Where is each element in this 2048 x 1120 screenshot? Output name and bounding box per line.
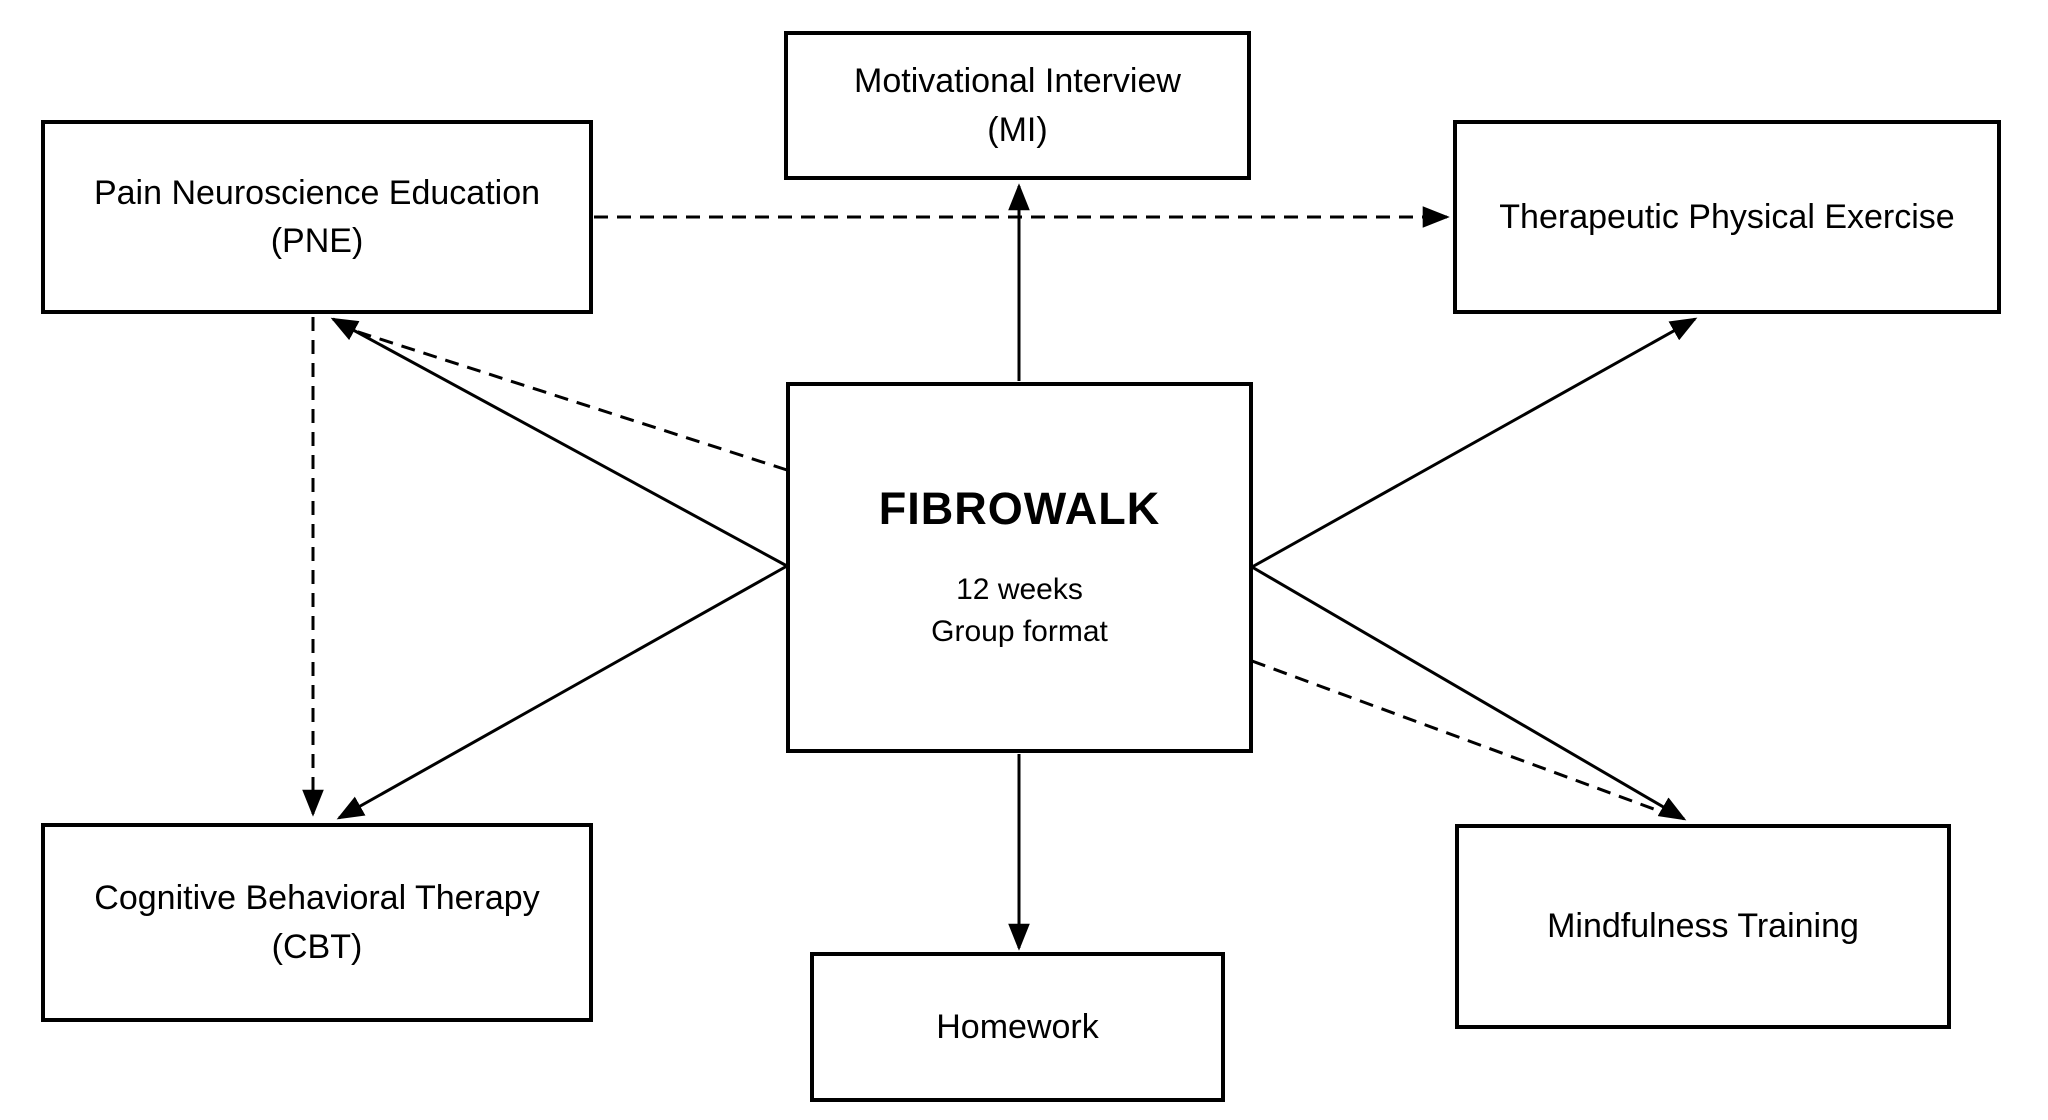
fibrowalk-title: FIBROWALK: [878, 482, 1161, 534]
motivational-interview-label: Motivational Interview (MI): [854, 62, 1181, 149]
edge-fibrowalk-to-cbt: [336, 564, 788, 820]
fibrowalk-subtitle: 12 weeks Group format: [931, 572, 1108, 648]
edge-fibrowalk-to-therapeutic-physical-exercise: [1251, 317, 1698, 569]
node-motivational-interview: Motivational Interview (MI): [784, 31, 1251, 180]
node-therapeutic-physical-exercise: Therapeutic Physical Exercise: [1453, 120, 2001, 314]
edge-fibrowalk-to-mindfulness-training: [1251, 565, 1687, 821]
edge-fibrowalk-to-pne-dashed: [351, 328, 788, 472]
node-fibrowalk: FIBROWALK 12 weeks Group format: [786, 382, 1253, 753]
cognitive-behavioral-therapy-label: Cognitive Behavioral Therapy (CBT): [94, 879, 540, 966]
edge-fibrowalk-to-pne: [330, 317, 788, 568]
node-pain-neuroscience-education: Pain Neuroscience Education (PNE): [41, 120, 593, 314]
mindfulness-training-label: Mindfulness Training: [1547, 907, 1859, 946]
pain-neuroscience-education-label: Pain Neuroscience Education (PNE): [93, 173, 541, 260]
node-homework: Homework: [810, 952, 1225, 1102]
homework-label: Homework: [936, 1007, 1099, 1046]
node-cognitive-behavioral-therapy: Cognitive Behavioral Therapy (CBT): [41, 823, 593, 1022]
node-mindfulness-training: Mindfulness Training: [1455, 824, 1951, 1029]
edge-fibrowalk-to-mindfulness-training-dashed: [1251, 659, 1671, 817]
therapeutic-physical-exercise-label: Therapeutic Physical Exercise: [1499, 197, 1955, 236]
